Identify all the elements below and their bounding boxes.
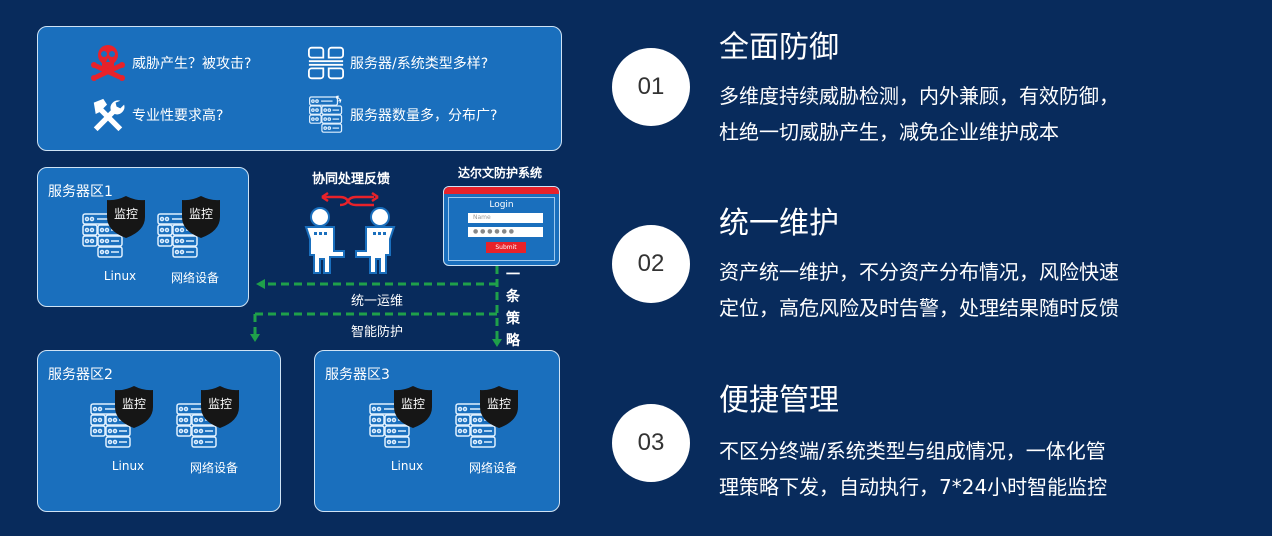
server-types-grid-icon (308, 45, 344, 81)
smart-protect-label: 智能防护 (351, 325, 404, 340)
handshake-people-icon (304, 191, 396, 274)
feature-description: 不区分终端/系统类型与组成情况，一体化管 理策略下发，自动执行，7*24小时智能… (719, 433, 1249, 505)
feature-number: 01 (612, 48, 690, 126)
server-zone-3: 服务器区3 监控 Linux 监控 网络设备 (314, 350, 560, 512)
feature-desc-line: 不区分终端/系统类型与组成情况，一体化管 (719, 439, 1106, 463)
feature-desc-line: 多维度持续威胁检测，内外兼顾，有效防御， (719, 84, 1119, 108)
server-zone-1: 服务器区1 监控 Linux 监控 网络设备 (37, 167, 249, 307)
feature-description: 资产统一维护，不分资产分布情况，风险快速 定位，高危风险及时告警，处理结果随时反… (719, 254, 1249, 326)
feature-description: 多维度持续威胁检测，内外兼顾，有效防御， 杜绝一切威胁产生，减免企业维护成本 (719, 78, 1249, 150)
device-label: 网络设备 (170, 271, 219, 285)
issue-label: 服务器/系统类型多样? (350, 56, 489, 72)
device-linux: 监控 Linux (367, 385, 447, 475)
system-title: 达尔文防护系统 (458, 166, 543, 180)
one-policy-label: 一 条 策 略 (505, 264, 521, 352)
monitor-badge: 监控 (113, 207, 138, 221)
feature-title: 统一维护 (719, 206, 839, 241)
feature-unified-maintenance: 02 统一维护 资产统一维护，不分资产分布情况，风险快速 定位，高危风险及时告警… (612, 198, 1262, 328)
device-network: 监控 网络设备 (174, 385, 254, 475)
issue-threat: 威胁产生？被攻击? (90, 45, 251, 81)
device-network: 监控 网络设备 (453, 385, 533, 475)
issues-panel: 威胁产生？被攻击? 服务器/系统类型多样? 专业性要求高? (37, 26, 562, 151)
tools-icon (90, 97, 126, 133)
issue-label: 专业性要求高? (132, 108, 224, 124)
feature-convenient-management: 03 便捷管理 不区分终端/系统类型与组成情况，一体化管 理策略下发，自动执行，… (612, 375, 1262, 515)
device-label: Linux (390, 459, 424, 473)
monitor-badge: 监控 (207, 397, 232, 411)
feature-title: 全面防御 (719, 30, 839, 65)
one-policy-char: 条 (506, 289, 520, 305)
zone-title: 服务器区1 (48, 184, 113, 200)
issue-expertise: 专业性要求高? (90, 97, 223, 133)
server-zone-2: 服务器区2 监控 Linux 监控 网络设备 (37, 350, 281, 512)
feature-number: 02 (612, 225, 690, 303)
monitor-badge: 监控 (121, 397, 146, 411)
login-window: Login Name ● ● ● ● ● ● Submit (443, 186, 560, 266)
login-title: Login (489, 200, 514, 210)
one-policy-char: 策 (506, 311, 520, 327)
device-label: 网络设备 (189, 461, 238, 475)
device-linux: 监控 Linux (80, 195, 160, 285)
collaboration-label: 协同处理反馈 (312, 172, 391, 187)
feature-desc-line: 定位，高危风险及时告警，处理结果随时反馈 (719, 296, 1119, 320)
issue-server-count: 服务器数量多，分布广? (308, 95, 498, 133)
feature-title: 便捷管理 (719, 383, 839, 418)
device-label: Linux (103, 269, 137, 283)
zone-title: 服务器区3 (325, 367, 390, 383)
feature-desc-line: 杜绝一切威胁产生，减免企业维护成本 (719, 120, 1059, 144)
policy-flow-arrows (250, 266, 502, 347)
device-network: 监控 网络设备 (155, 195, 235, 285)
device-label: Linux (111, 459, 145, 473)
issue-server-types: 服务器/系统类型多样? (308, 45, 488, 81)
feature-desc-line: 理策略下发，自动执行，7*24小时智能监控 (719, 475, 1108, 499)
login-title-bar (444, 187, 559, 194)
one-policy-char: 一 (506, 267, 520, 283)
monitor-badge: 监控 (486, 397, 511, 411)
zone-title: 服务器区2 (48, 367, 113, 383)
issue-label: 威胁产生？被攻击? (132, 56, 252, 72)
monitor-badge: 监控 (188, 207, 213, 221)
login-submit-button[interactable]: Submit (486, 242, 526, 253)
device-linux: 监控 Linux (88, 385, 168, 475)
feature-number: 03 (612, 404, 690, 482)
feature-desc-line: 资产统一维护，不分资产分布情况，风险快速 (719, 260, 1119, 284)
server-stack-icon (308, 95, 344, 133)
device-label: 网络设备 (468, 461, 517, 475)
login-password-field[interactable]: ● ● ● ● ● ● (468, 227, 543, 237)
issue-label: 服务器数量多，分布广? (350, 108, 498, 124)
login-name-field[interactable]: Name (468, 213, 543, 223)
monitor-badge: 监控 (400, 397, 425, 411)
unified-ops-label: 统一运维 (351, 294, 404, 309)
skull-crossbones-icon (90, 45, 126, 81)
feature-comprehensive-defense: 01 全面防御 多维度持续威胁检测，内外兼顾，有效防御， 杜绝一切威胁产生，减免… (612, 22, 1262, 152)
one-policy-char: 略 (506, 333, 520, 349)
